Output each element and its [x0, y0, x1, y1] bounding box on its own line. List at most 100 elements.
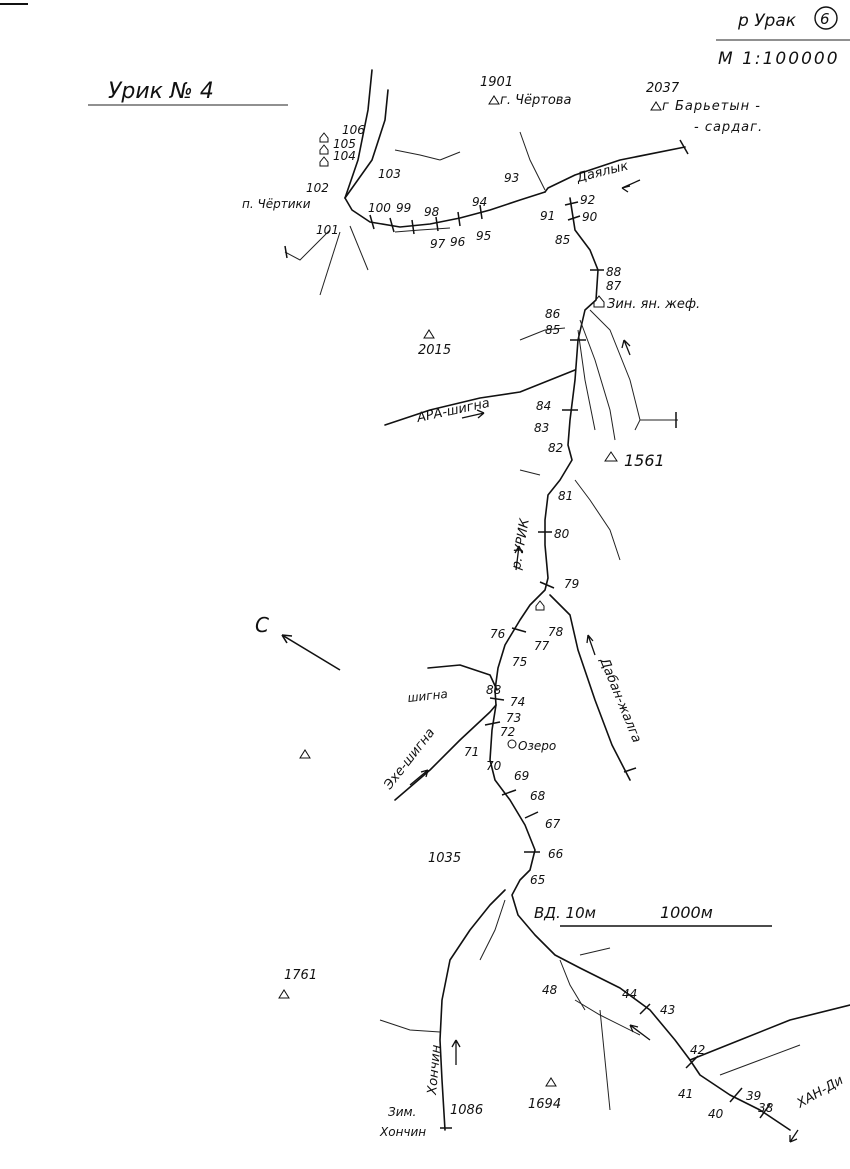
point-label: 103: [378, 167, 401, 181]
map-title: Урик № 4: [108, 79, 214, 104]
hut-icon: [593, 295, 605, 308]
winter-hut-khonchin: Хончин: [379, 1125, 426, 1139]
shigna-hut: 88: [486, 683, 502, 697]
winter-hut-label: Зин. ян. жеф.: [607, 297, 700, 312]
point-label: 84: [536, 399, 551, 413]
river-label-shigna: шигна: [407, 687, 449, 705]
point-label: 91: [540, 209, 555, 223]
triangle-icon: [650, 101, 662, 111]
point-label: 102: [306, 181, 329, 195]
point-label: 99: [396, 201, 411, 215]
point-label: 75: [512, 655, 527, 669]
river-dayalyk: [544, 146, 686, 193]
north-label: С: [255, 613, 269, 637]
point-label: 88: [606, 265, 622, 279]
point-label: 104: [333, 149, 356, 163]
point-label: 86: [545, 307, 561, 321]
peak-name: г. Чёртова: [500, 93, 571, 108]
peak-height: 1761: [284, 968, 317, 983]
peak-height: 2037: [646, 81, 680, 96]
point-label: 95: [476, 229, 491, 243]
point-label: 72: [500, 725, 515, 739]
point-label: 80: [554, 527, 570, 541]
river-label-arashigna: АРА-шигна: [415, 396, 491, 426]
river-shigna: [427, 664, 498, 691]
river-ekheshigna: [394, 704, 497, 801]
triangle-icon: [604, 451, 618, 462]
river-network: [284, 69, 850, 1131]
scale-bar-label: 1000м: [660, 903, 713, 922]
route-point-labels: 38 39 40 41 42 43 44 48 65 66 67 68 69 7…: [306, 123, 774, 1121]
north-arrow: С: [255, 613, 341, 671]
peaks: 1901 г. Чёртова 2037 г Барьетын - - сард…: [278, 75, 763, 1112]
places: п. Чёртики Зин. ян. жеф. Озеро ВД. 10м З…: [242, 132, 700, 1139]
point-label: 68: [530, 789, 546, 803]
peak-name: г Барьетын -: [662, 99, 761, 114]
route-ticks: [284, 201, 771, 1129]
peak-name: - сардаг.: [694, 120, 763, 135]
point-label: 40: [708, 1107, 724, 1121]
point-label: 77: [534, 639, 550, 653]
lake-icon: [507, 739, 517, 749]
waterfall-label: ВД. 10м: [534, 904, 596, 922]
scale-bar: 1000м: [560, 903, 772, 927]
sheet-number-circle: [814, 6, 838, 30]
river-arashigna: [384, 369, 576, 426]
scale-label: М 1:100000: [718, 49, 840, 69]
river-label-dabanzhalga: Дабан-жалга: [596, 655, 644, 745]
ridge-chertiki: [344, 69, 373, 199]
point-label: 93: [504, 171, 519, 185]
point-label: 106: [342, 123, 365, 137]
point-label: 81: [558, 489, 573, 503]
point-label: 83: [534, 421, 549, 435]
river-label-khandi: ХАН-Ди: [794, 1073, 846, 1112]
point-label: 98: [424, 205, 440, 219]
point-label: 42: [690, 1043, 705, 1057]
point-label: 85: [545, 323, 560, 337]
point-label: 74: [510, 695, 525, 709]
point-label: 44: [622, 987, 637, 1001]
point-label: 66: [548, 847, 564, 861]
triangle-icon: [299, 749, 311, 759]
river-label-ekheshigna: Эхе-шигна: [381, 726, 438, 794]
point-label: 79: [564, 577, 579, 591]
point-label: 65: [530, 873, 545, 887]
point-label: 43: [660, 1003, 675, 1017]
triangle-icon: [278, 989, 290, 999]
river-label-dayalyk: Даялык: [574, 159, 630, 187]
sheet-label: р Урак: [737, 11, 797, 31]
river-dabanzhalga: [549, 594, 631, 781]
route-upper: [344, 191, 546, 228]
peak-height: 1694: [528, 1097, 561, 1112]
point-label: 38: [758, 1101, 774, 1115]
point-label: 85: [555, 233, 570, 247]
point-label: 101: [316, 223, 339, 237]
river-khonchin: [439, 889, 506, 1131]
point-label: 90: [582, 210, 598, 224]
point-label: 67: [545, 817, 561, 831]
river-khandi: [689, 1004, 850, 1061]
sheet-header: р Урак 6 М 1:100000 Урик № 4: [88, 6, 850, 106]
hut-icon: [535, 600, 545, 611]
winter-hut-khonchin: Зим.: [388, 1105, 416, 1119]
river-label-khonchin: Хончин: [425, 1044, 444, 1097]
point-label: 48: [542, 983, 558, 997]
flow-arrows: [409, 179, 799, 1143]
point-label: 78: [548, 625, 564, 639]
point-label: 73: [506, 711, 521, 725]
river-label-urik: р. УРИК: [509, 517, 533, 572]
point-label: 69: [514, 769, 529, 783]
point-label: 87: [606, 279, 622, 293]
point-label: 39: [746, 1089, 761, 1103]
peak-height: 2015: [418, 343, 451, 358]
peak-height: 1035: [428, 851, 461, 866]
triangle-icon: [423, 329, 435, 339]
lake-label: Озеро: [518, 739, 556, 753]
point-label: 94: [472, 195, 487, 209]
point-label: 105: [333, 137, 356, 151]
point-label: 100: [368, 201, 391, 215]
peak-height: 1901: [480, 75, 513, 90]
point-label: 97: [430, 237, 446, 251]
point-label: 41: [678, 1087, 693, 1101]
